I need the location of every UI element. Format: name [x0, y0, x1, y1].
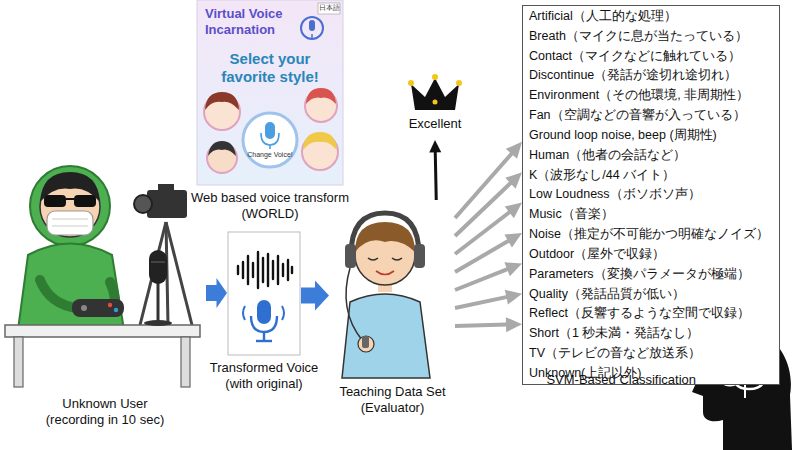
- class-item: Discontinue（発話が途切れ途切れ）: [529, 68, 773, 83]
- figure-caption: SVM-Based Classification: [546, 372, 696, 388]
- classifier-figure: SVM-Based Classification: [700, 328, 795, 450]
- class-item: Artificial（人工的な処理）: [529, 9, 773, 24]
- badge-label: Excellent: [400, 116, 470, 132]
- class-item: Outdoor（屋外で収録）: [529, 247, 773, 262]
- screen-heading: Select your favorite style!: [205, 50, 335, 86]
- class-item: Music（音楽）: [529, 207, 773, 222]
- arrow-head: [504, 233, 522, 248]
- evaluator-figure: Teaching Data Set (Evaluator): [330, 200, 455, 380]
- crown-badge: Excellent: [400, 72, 470, 140]
- block-arrow-shape: [206, 278, 227, 308]
- class-item: Human（他者の会話など）: [529, 148, 773, 163]
- arrow-head: [506, 317, 522, 332]
- arrow-connector: [455, 317, 522, 332]
- figure-caption: Unknown User (recording in 10 sec): [35, 396, 175, 427]
- arrow-line: [455, 325, 507, 326]
- arrow-connector: [455, 203, 522, 254]
- class-item: Breath（マイクに息が当たっている）: [529, 29, 773, 44]
- arrow-line: [455, 183, 511, 236]
- arrow-head: [505, 290, 522, 305]
- arrow-line: [455, 269, 508, 290]
- arrow-line: [455, 297, 507, 308]
- class-item: Ground loop noise, beep (周期性): [529, 128, 773, 143]
- logo-text: Virtual Voice Incarnation: [205, 6, 307, 37]
- class-item: Contact（マイクなどに触れている）: [529, 49, 773, 64]
- class-item: Short（1 秒未満・発話なし）: [529, 326, 773, 341]
- arrow-head: [505, 203, 522, 219]
- evaluator-illustration: [342, 213, 430, 378]
- block-arrow: [301, 281, 329, 311]
- class-item: Fan（空調などの音響が入っている）: [529, 108, 773, 123]
- block-arrow: [206, 278, 227, 308]
- web-screenshot-panel: Virtual Voice IncarnationSelect your fav…: [197, 0, 343, 185]
- class-item: TV（テレビの音など放送系）: [529, 346, 773, 361]
- arrow-line: [435, 151, 436, 200]
- class-item: Quality（発話品質が低い）: [529, 287, 773, 302]
- arrow-head: [505, 172, 522, 188]
- arrow-head: [506, 142, 522, 159]
- arrow-line: [455, 212, 510, 254]
- class-item: Reflect（反響するような空間で収録）: [529, 306, 773, 321]
- arrow-line: [455, 241, 509, 272]
- voice-box: Transformed Voice (with original): [228, 232, 300, 355]
- figure-caption: Teaching Data Set (Evaluator): [330, 384, 455, 415]
- block-arrow-shape: [301, 281, 329, 311]
- arrow-head: [429, 140, 441, 153]
- class-item: Low Loudness（ボソボソ声）: [529, 187, 773, 202]
- crown-icon: [408, 74, 462, 110]
- class-item: Parameters（変換パラメータが極端）: [529, 267, 773, 282]
- arrow-connector: [429, 140, 441, 200]
- arrow-head: [504, 262, 522, 276]
- user-figure: Unknown User (recording in 10 sec): [5, 130, 205, 392]
- class-item: Environment（その他環境, 非周期性）: [529, 88, 773, 103]
- language-button: 日本語: [318, 4, 340, 12]
- voice-icons: [228, 232, 300, 355]
- class-list-box: Artificial（人工的な処理） Breath（マイクに息が当たっている） Co…: [522, 5, 780, 385]
- figure-caption: Transformed Voice (with original): [199, 360, 329, 391]
- user-illustration: [5, 166, 200, 387]
- button-label: Change Voice!: [245, 151, 295, 159]
- web-screenshot: [197, 0, 343, 185]
- arrow-connector: [455, 290, 522, 308]
- figure-caption: Web based voice transform (WORLD): [181, 190, 359, 221]
- class-item: Noise（推定が不可能かつ明確なノイズ）: [529, 227, 773, 242]
- class-item: K（波形なし/44 バイト）: [529, 168, 773, 183]
- arrow-connector: [455, 262, 522, 290]
